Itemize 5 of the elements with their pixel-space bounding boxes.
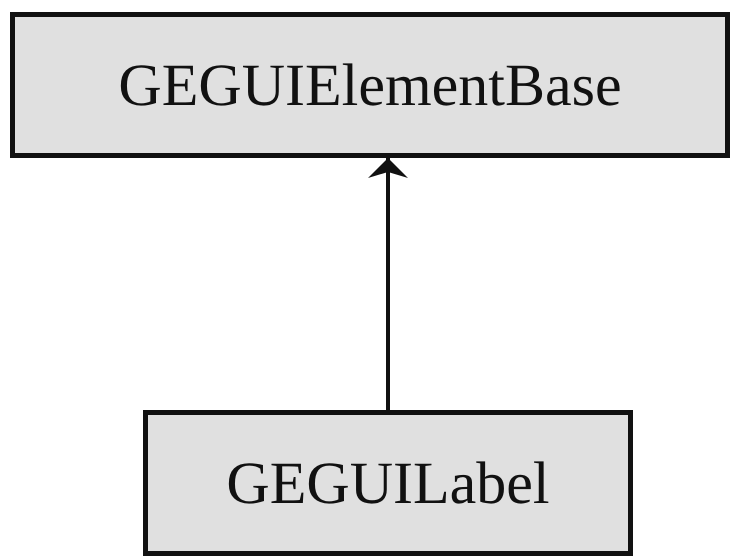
class-box <box>143 410 633 556</box>
class-name: GEGUIElementBase <box>118 50 622 120</box>
class-name: GEGUILabel <box>226 448 550 518</box>
class-box <box>10 12 730 158</box>
arrow <box>368 158 408 410</box>
